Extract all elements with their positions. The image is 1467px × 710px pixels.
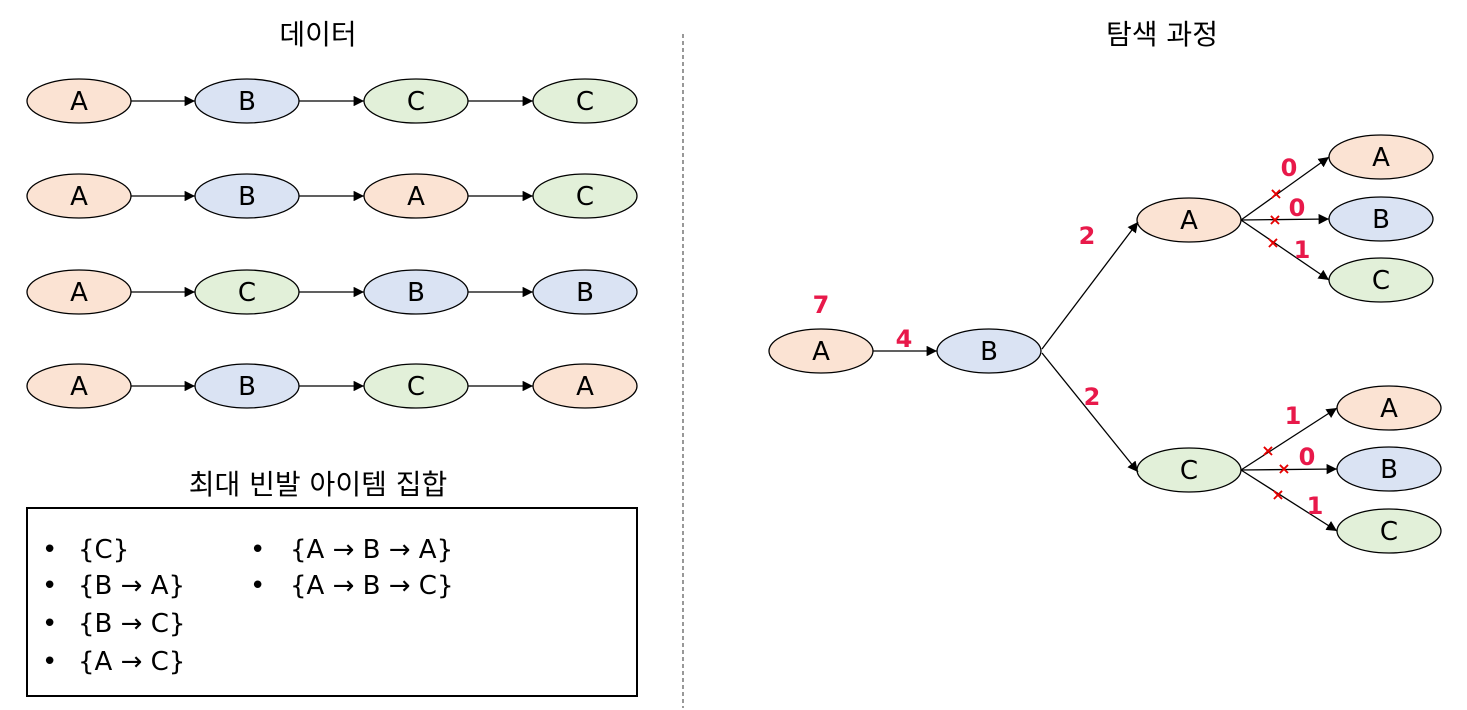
itemset-bullet: • [42,571,57,601]
itemset-item: {B → C} [78,609,185,639]
tree-branch-a-node-label: A [1180,206,1198,236]
prune-cross-icon: × [1269,184,1282,203]
tree-level1-node-label: B [980,337,998,367]
sequence-node-label: B [407,278,425,308]
itemset-item: {C} [78,535,129,565]
sequence-node-label: A [576,372,594,402]
tree-edge [1041,352,1139,473]
tree-leaf-node-label: A [1372,143,1390,173]
prune-cross-icon: × [1261,441,1274,460]
prune-cross-icon: × [1277,459,1290,478]
tree-root-count: 7 [813,291,830,319]
sequence-node-label: A [70,87,88,117]
tree-root-node-label: A [812,337,830,367]
tree-leaf-node [1328,257,1434,303]
tree-leaf-node-label: C [1380,517,1398,547]
tree-leaf-count: 1 [1294,236,1311,264]
itemset-bullet: • [42,647,57,677]
tree-leaf-node [1336,446,1442,492]
prune-cross-icon: × [1266,233,1279,252]
data-title: 데이터 [279,18,356,51]
tree-edge [1240,469,1338,532]
tree-leaf-node [1336,385,1442,431]
sequence-node-label: A [407,182,425,212]
sequence-node-label: C [238,278,256,308]
tree-level1-count: 4 [896,325,913,353]
tree-leaf-node [1328,196,1434,242]
sequence-node [532,363,638,409]
sequence-node-label: A [70,372,88,402]
itemset-box [26,507,638,697]
tree-leaf-node [1328,134,1434,180]
tree-edge [1240,219,1330,281]
tree-branch-c-count: 2 [1084,383,1101,411]
itemset-item: {A → B → C} [290,571,454,601]
search-process-title: 탐색 과정 [1106,18,1218,51]
data-sequences: A B C C A B A C A C B B A B C A [26,78,638,409]
tree-branch-a-count: 2 [1079,222,1096,250]
tree-edge [1240,213,1330,225]
itemset-item: {B → A} [78,571,185,601]
tree-branch-c-node-label: C [1180,456,1198,486]
prune-cross-icon: × [1268,210,1281,229]
sequence-node-label: C [407,87,425,117]
itemset-bullet: • [42,535,57,565]
prune-cross-icon: × [1271,485,1284,504]
tree-leaf-count: 1 [1307,492,1324,520]
tree-leaf-count: 0 [1281,154,1298,182]
sequence-node-label: C [576,87,594,117]
sequence-node-label: C [407,372,425,402]
sequence-node [532,269,638,315]
itemset-item: {A → C} [78,647,185,677]
tree-edge [1240,407,1338,471]
tree-edge [1240,156,1330,221]
sequence-node-label: A [70,278,88,308]
itemset-bullet: • [250,535,265,565]
sequence-node-label: B [238,182,256,212]
tree-leaf-node-label: C [1372,266,1390,296]
tree-leaf-count: 0 [1289,194,1306,222]
tree-edge [1041,221,1139,350]
itemset-list: • {C} • {B → A} • {B → C} • {A → C} • {A → B → A}… [42,535,454,677]
itemset-title: 최대 빈발 아이템 집합 [189,468,448,501]
tree-leaf-count: 1 [1285,402,1302,430]
sequence-node [532,78,638,124]
sequence-node-label: C [576,182,594,212]
sequence-node-label: B [238,87,256,117]
itemset-bullet: • [250,571,265,601]
tree-leaf-count: 0 [1299,443,1316,471]
tree-leaf-node-label: A [1380,394,1398,424]
itemset-bullet: • [42,609,57,639]
tree-edge [1240,463,1338,475]
sequence-node [532,173,638,219]
sequence-node-label: B [238,372,256,402]
tree-leaf-node-label: B [1372,205,1390,235]
sequence-node-label: A [70,182,88,212]
tree-leaf-node-label: B [1380,455,1398,485]
sequence-node-label: B [576,278,594,308]
tree-leaf-node [1336,508,1442,554]
itemset-item: {A → B → A} [290,535,453,565]
